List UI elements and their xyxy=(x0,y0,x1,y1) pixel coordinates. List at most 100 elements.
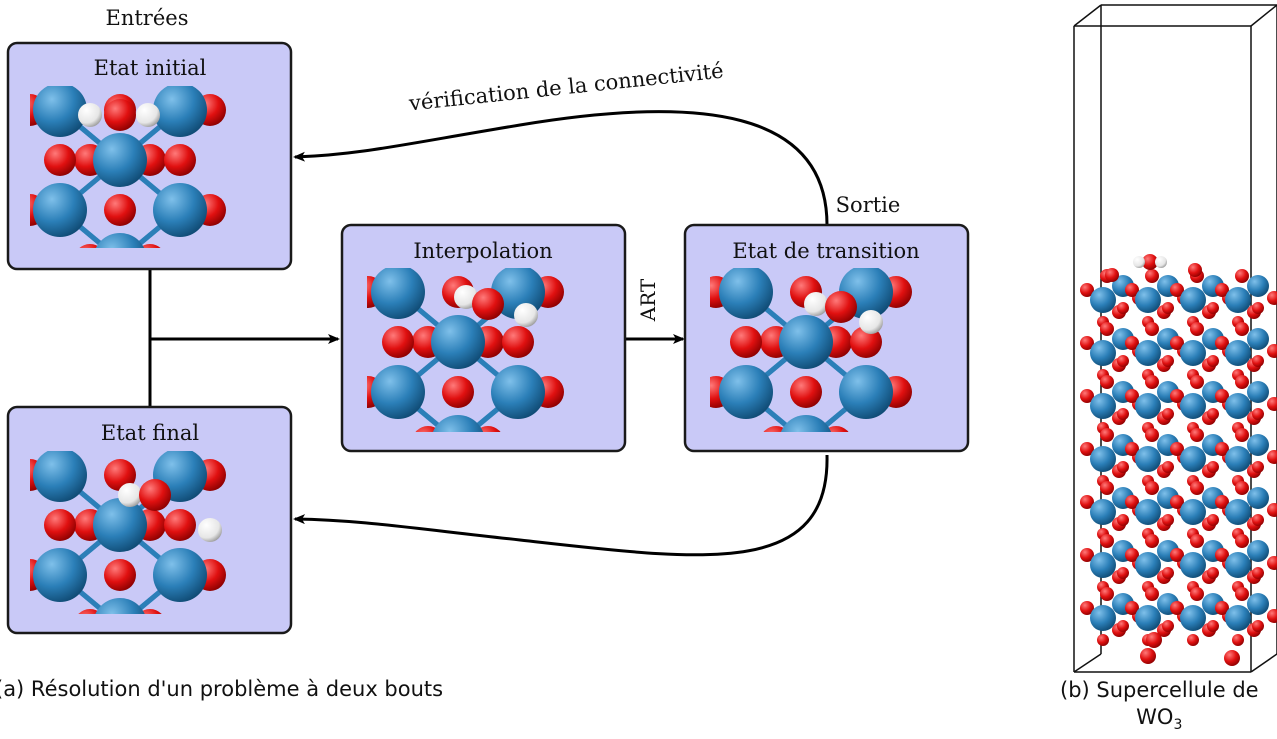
tungsten-atom xyxy=(779,315,833,369)
oxygen-atom xyxy=(1080,601,1094,615)
oxygen-atom xyxy=(1190,534,1204,548)
oxygen-atom xyxy=(1170,442,1184,456)
oxygen-atom xyxy=(1080,442,1094,456)
oxygen-atom xyxy=(1125,442,1139,456)
panel-title: Etat de transition xyxy=(732,239,919,263)
hydrogen-atom xyxy=(859,310,883,334)
connectivity-arrow xyxy=(293,110,829,226)
oxygen-atom xyxy=(1100,534,1114,548)
oxygen-atom xyxy=(1215,601,1229,615)
tungsten-atom xyxy=(153,548,207,602)
oxygen-atom xyxy=(730,326,762,358)
oxygen-atom xyxy=(472,288,504,320)
wo3-supercell xyxy=(1073,4,1277,673)
oxygen-atom xyxy=(1080,283,1094,297)
tungsten-atom xyxy=(1225,605,1251,631)
tungsten-atom xyxy=(719,268,773,319)
oxygen-atom xyxy=(1170,601,1184,615)
hydrogen-atom xyxy=(454,285,478,309)
oxygen-atom xyxy=(1215,495,1229,509)
tungsten-atom xyxy=(371,365,425,419)
tungsten-atom xyxy=(1225,552,1251,578)
tungsten-atom xyxy=(1225,446,1251,472)
oxygen-atom xyxy=(1080,548,1094,562)
tungsten-atom xyxy=(1225,393,1251,419)
hydrogen-atom xyxy=(1133,256,1145,268)
oxygen-atom xyxy=(1207,355,1219,367)
hydrogen-atom xyxy=(514,303,538,327)
oxygen-atom xyxy=(104,459,136,491)
oxygen-atom xyxy=(1162,620,1174,632)
oxygen-atom xyxy=(1117,302,1129,314)
oxygen-atom xyxy=(1252,567,1264,579)
oxygen-atom xyxy=(1215,389,1229,403)
output-label: Sortie xyxy=(836,193,901,217)
oxygen-atom xyxy=(850,326,882,358)
oxygen-atom xyxy=(1080,495,1094,509)
oxygen-atom xyxy=(1170,283,1184,297)
oxygen-atom xyxy=(825,291,857,323)
hydrogen-atom xyxy=(78,103,102,127)
flow-connectors xyxy=(148,110,829,557)
oxygen-atom xyxy=(1235,322,1249,336)
tungsten-atom xyxy=(93,498,147,552)
tungsten-atom xyxy=(1090,552,1116,578)
oxygen-atom xyxy=(1145,428,1159,442)
tungsten-atom xyxy=(1247,275,1269,297)
oxygen-atom xyxy=(1252,514,1264,526)
oxygen-atom xyxy=(1215,283,1229,297)
oxygen-atom xyxy=(790,376,822,408)
oxygen-atom xyxy=(164,144,196,176)
oxygen-atom xyxy=(1145,375,1159,389)
molecule-initial xyxy=(30,86,226,248)
panel-title: Etat final xyxy=(101,421,199,445)
hydrogen-atom xyxy=(118,483,142,507)
oxygen-atom xyxy=(1190,481,1204,495)
oxygen-atom xyxy=(1207,567,1219,579)
oxygen-atom xyxy=(44,509,76,541)
molecule-final xyxy=(30,451,226,614)
tungsten-atom xyxy=(839,365,893,419)
oxygen-atom xyxy=(1207,620,1219,632)
hydrogen-atom xyxy=(1155,256,1167,268)
tungsten-atom xyxy=(1180,605,1206,631)
tungsten-atom xyxy=(1247,487,1269,509)
supercell-atoms xyxy=(1080,254,1277,666)
oxygen-atom xyxy=(1190,375,1204,389)
oxygen-atom xyxy=(1267,450,1277,464)
tungsten-atom xyxy=(33,451,87,502)
oxygen-atom xyxy=(1145,322,1159,336)
tungsten-atom xyxy=(1225,287,1251,313)
oxygen-atom xyxy=(1146,632,1162,648)
oxygen-atom xyxy=(138,609,162,614)
tungsten-atom xyxy=(1180,340,1206,366)
oxygen-atom xyxy=(1252,355,1264,367)
tungsten-atom xyxy=(1135,552,1161,578)
oxygen-atom xyxy=(1267,609,1277,623)
tungsten-atom xyxy=(1180,552,1206,578)
oxygen-atom xyxy=(1207,514,1219,526)
oxygen-atom xyxy=(1080,336,1094,350)
oxygen-atom xyxy=(1125,548,1139,562)
oxygen-atom xyxy=(1224,650,1240,666)
connectivity-label: vérification de la connectivité xyxy=(407,59,725,116)
oxygen-atom xyxy=(1235,587,1249,601)
oxygen-atom xyxy=(139,244,161,248)
oxygen-atom xyxy=(1190,428,1204,442)
oxygen-atom xyxy=(44,144,76,176)
tungsten-atom xyxy=(1225,340,1251,366)
tungsten-atom xyxy=(1225,499,1251,525)
tungsten-atom xyxy=(95,598,145,614)
oxygen-atom xyxy=(1235,375,1249,389)
oxygen-atom xyxy=(1145,481,1159,495)
oxygen-atom xyxy=(1140,648,1156,664)
oxygen-atom xyxy=(104,194,136,226)
tungsten-atom xyxy=(95,233,145,248)
oxygen-atom xyxy=(1117,408,1129,420)
oxygen-atom xyxy=(104,559,136,591)
tungsten-atom xyxy=(1247,434,1269,456)
oxygen-atom xyxy=(1215,548,1229,562)
oxygen-atom xyxy=(1100,481,1114,495)
oxygen-atom xyxy=(1100,375,1114,389)
